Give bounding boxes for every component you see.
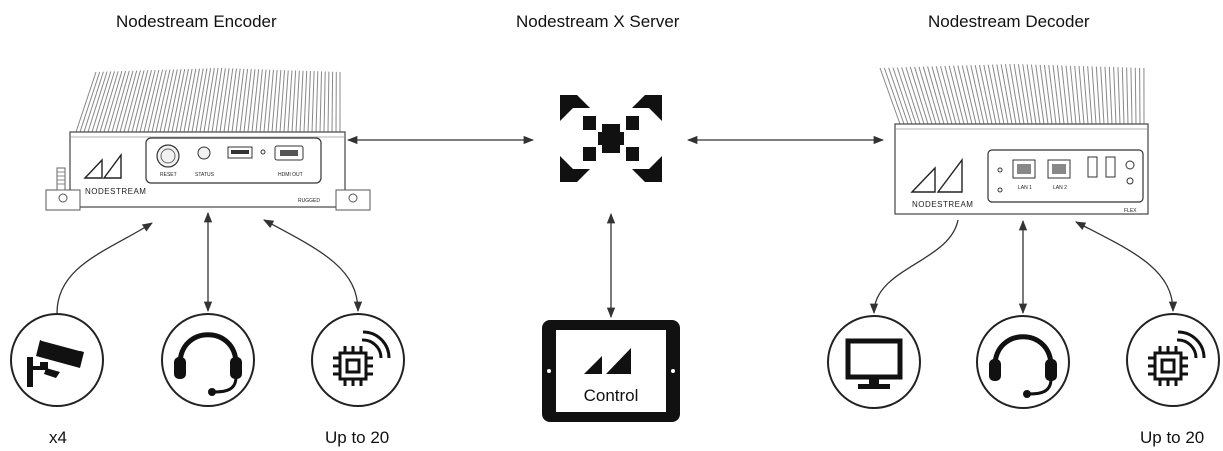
decoder-device-image: NODESTREAM LAN 1 LAN 2 FLEX	[879, 63, 1149, 215]
io-encoder-link	[263, 219, 363, 313]
control-tablet-icon[interactable]: Control	[542, 320, 680, 422]
monitor-icon	[827, 315, 921, 409]
decoder-model-label: FLEX	[1124, 208, 1137, 214]
lan1-port-label: LAN 1	[1018, 185, 1032, 191]
headset-icon	[161, 313, 255, 407]
security-camera-icon	[10, 313, 104, 407]
encoder-device-image: NODESTREAM RESET STATUS HDMI OUT RUGGED	[45, 67, 371, 211]
io-chip-icon	[311, 313, 405, 407]
encoder-io-caption: Up to 20	[325, 428, 390, 447]
encoder-title: Nodestream Encoder	[116, 12, 277, 31]
io-chip-icon	[1126, 313, 1220, 407]
status-port-label: STATUS	[195, 172, 215, 178]
io-decoder-link	[1075, 221, 1178, 313]
decoder-title: Nodestream Decoder	[928, 12, 1090, 31]
lan2-port-label: LAN 2	[1053, 185, 1067, 191]
hdmi-port-label: HDMI OUT	[278, 172, 303, 178]
headset-icon	[976, 315, 1070, 409]
server-title: Nodestream X Server	[516, 12, 680, 31]
encoder-model-label: RUGGED	[298, 198, 320, 204]
decoder-brand: NODESTREAM	[912, 200, 973, 209]
server-x-logo-icon	[560, 95, 662, 182]
camera-count-caption: x4	[49, 428, 67, 447]
encoder-brand: NODESTREAM	[85, 187, 146, 196]
camera-encoder-link	[56, 222, 153, 314]
reset-port-label: RESET	[160, 172, 177, 178]
decoder-monitor-link	[869, 219, 959, 315]
decoder-io-caption: Up to 20	[1140, 428, 1205, 447]
control-label: Control	[584, 386, 639, 405]
